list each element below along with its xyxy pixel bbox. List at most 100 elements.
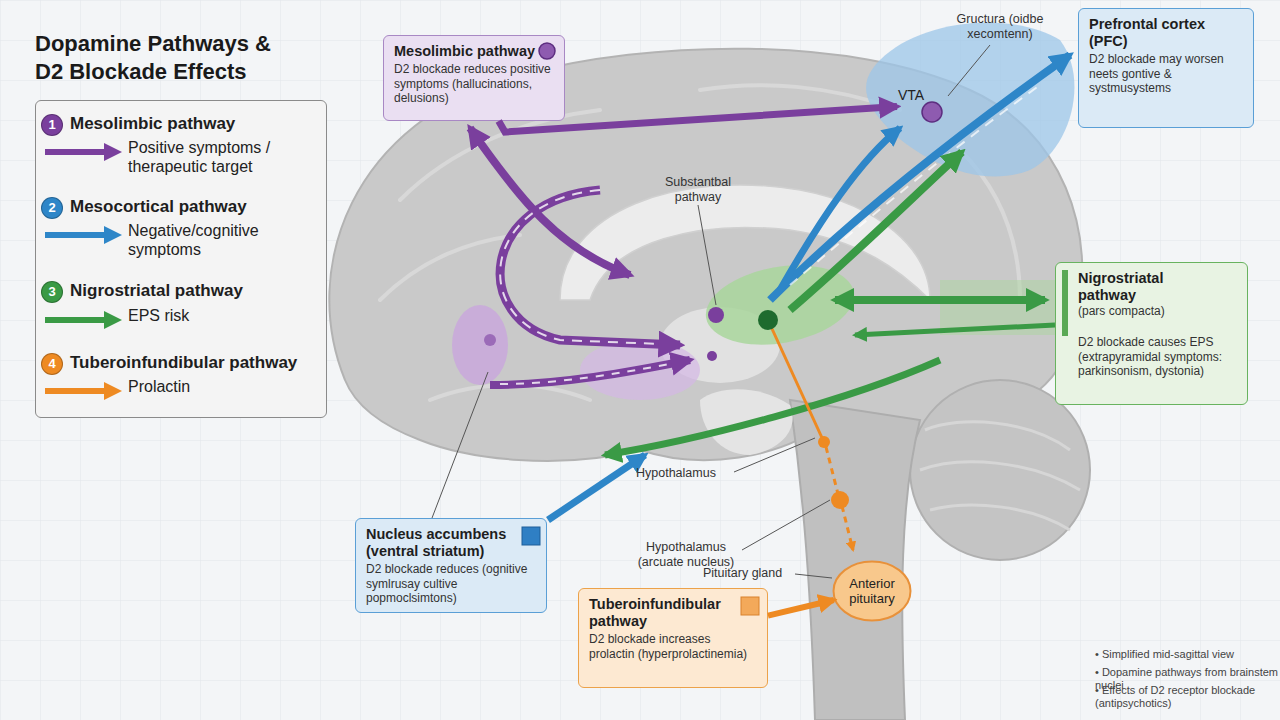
pathway-icon: [539, 43, 555, 59]
legend-swatch: [41, 114, 63, 136]
node-heading: Mesolimbic pathway: [394, 43, 528, 60]
corpus-callosum: [560, 185, 930, 300]
arcuate-dot: [831, 491, 849, 509]
nucleus-marker: VTA: [897, 86, 943, 124]
nucleus-dot: [708, 307, 724, 323]
footnote: • Effects of D2 receptor blockade (antip…: [1095, 684, 1280, 710]
legend-arrow: [45, 388, 106, 394]
node-text: D2 blockade reduces (ognitive symlrusay …: [366, 562, 536, 606]
nucleus-dot: [707, 351, 717, 361]
info-box: Nigrostriatal pathway(pars compacta) D2 b…: [1055, 262, 1248, 405]
vta-nucleus: [922, 102, 942, 122]
cerebellum-folia: [920, 422, 1080, 530]
legend-arrow: [104, 311, 122, 329]
hypothalamus-region: [700, 389, 793, 455]
pathway-arrow: [499, 106, 897, 132]
striatum-region: [700, 255, 861, 356]
mesocortical-arrow: [780, 128, 900, 290]
legend-arrow: [45, 232, 106, 238]
footnote: • Dopamine pathways from brainstem nucle…: [1095, 666, 1280, 692]
legend-description: EPS risk: [128, 306, 313, 325]
node-text: D2 blockade increases prolactin (hyperpr…: [589, 632, 757, 661]
callout-number: 4: [41, 353, 63, 375]
legend-swatch: [41, 197, 63, 219]
node-heading: VTA: [898, 87, 942, 103]
purple-nucleus: [484, 334, 496, 346]
mesolimbic-arrow: [470, 128, 630, 275]
mesocortical-arrow: [548, 455, 645, 520]
arrow-centerline: [790, 85, 1040, 285]
node-heading: Tuberoinfundibular pathway: [589, 596, 731, 630]
callout-number: 3: [41, 281, 63, 303]
arrow-centerline: [500, 190, 660, 344]
info-box: Nucleus accumbens (ventral striatum)D2 b…: [355, 518, 547, 613]
sulci: [380, 85, 1020, 400]
legend-description: Prolactin: [128, 377, 313, 396]
mesolimbic-arrow: [490, 360, 690, 385]
callout-number: 1: [41, 114, 63, 136]
brainstem: [790, 400, 920, 720]
legend-arrow: [45, 149, 106, 155]
accumbens-region: [580, 340, 700, 400]
info-box: Prefrontal cortex (PFC)D2 blockade may w…: [1078, 8, 1254, 128]
tuberoinfundibular-line: [826, 447, 853, 550]
legend-arrow: [104, 382, 122, 400]
legend-heading: Nigrostriatal pathway: [70, 280, 320, 302]
pathway-icon: [1062, 270, 1068, 336]
pituitary-circle: Anterior pituitary: [832, 560, 912, 622]
substantia-nigra-dot: [758, 310, 778, 330]
mesolimbic-arrow: [500, 190, 680, 345]
node-heading: Anterior pituitary: [833, 576, 911, 606]
legend-arrow: [42, 224, 126, 246]
node-text: D2 blockade causes EPS (extrapyramidal s…: [1078, 335, 1237, 379]
tuberoinfundibular-line: [768, 320, 823, 440]
legend-swatch: [41, 281, 63, 303]
info-box: Mesolimbic pathway D2 blockade reduces po…: [383, 35, 565, 121]
legend-arrow: [104, 143, 122, 161]
hypothalamus-dot: [818, 436, 830, 448]
region-label: Gructura (oidbe xecomtenn): [940, 12, 1060, 42]
pathway-icon: [741, 597, 759, 615]
info-box: Tuberoinfundibular pathwayD2 blockade in…: [578, 588, 768, 688]
mesocortical-arrow: [770, 55, 1070, 300]
node-heading: Nigrostriatal pathway: [1078, 270, 1188, 304]
legend-description: Negative/cognitive symptoms: [128, 221, 313, 259]
node-text: (pars compacta): [1078, 304, 1237, 319]
pathway-icon: [522, 527, 540, 545]
nigrostriatal-arrow: [855, 325, 1055, 335]
region-label: Hypothalamus: [636, 466, 746, 481]
legend-arrow: [45, 317, 106, 323]
legend-arrow: [42, 141, 126, 163]
purple-region: [452, 305, 508, 385]
legend-box: [35, 100, 327, 418]
legend-arrow: [42, 309, 126, 331]
prefrontal-region: [866, 23, 1074, 177]
node-heading: Nucleus accumbens (ventral striatum): [366, 526, 510, 560]
footnote: • Simplified mid-sagittal view: [1095, 648, 1280, 661]
legend-heading: Mesolimbic pathway: [70, 113, 320, 135]
legend-arrow: [42, 380, 126, 402]
nigrostriatal-band: [940, 280, 1065, 335]
region-label: Hypothalamus (arcuate nucleus): [626, 540, 746, 570]
nigrostriatal-arrow: [605, 360, 940, 455]
legend-heading: Mesocortical pathway: [70, 196, 320, 218]
node-outline: [833, 561, 910, 620]
nigrostriatal-arrow: [790, 152, 962, 310]
legend-description: Positive symptoms / therapeutic target: [128, 138, 313, 176]
legend-swatch: [41, 353, 63, 375]
node-text: D2 blockade reduces positive symptoms (h…: [394, 62, 554, 106]
nigrostriatal-arrow: [835, 296, 1045, 304]
pathway-arrow: [768, 600, 834, 616]
arrow-centerline: [500, 364, 670, 384]
region-label: Substantbal pathway: [643, 175, 753, 205]
region-label: Pituitary gland: [703, 566, 813, 581]
leader-line: [432, 45, 990, 578]
callout-number: 2: [41, 197, 63, 219]
node-text: D2 blockade may worsen neets gontive & s…: [1089, 52, 1243, 96]
legend-arrow: [104, 226, 122, 244]
legend-heading: Tuberoinfundibular pathway: [70, 352, 320, 374]
node-heading: Prefrontal cortex (PFC): [1089, 16, 1243, 50]
cerebellum: [910, 380, 1090, 560]
